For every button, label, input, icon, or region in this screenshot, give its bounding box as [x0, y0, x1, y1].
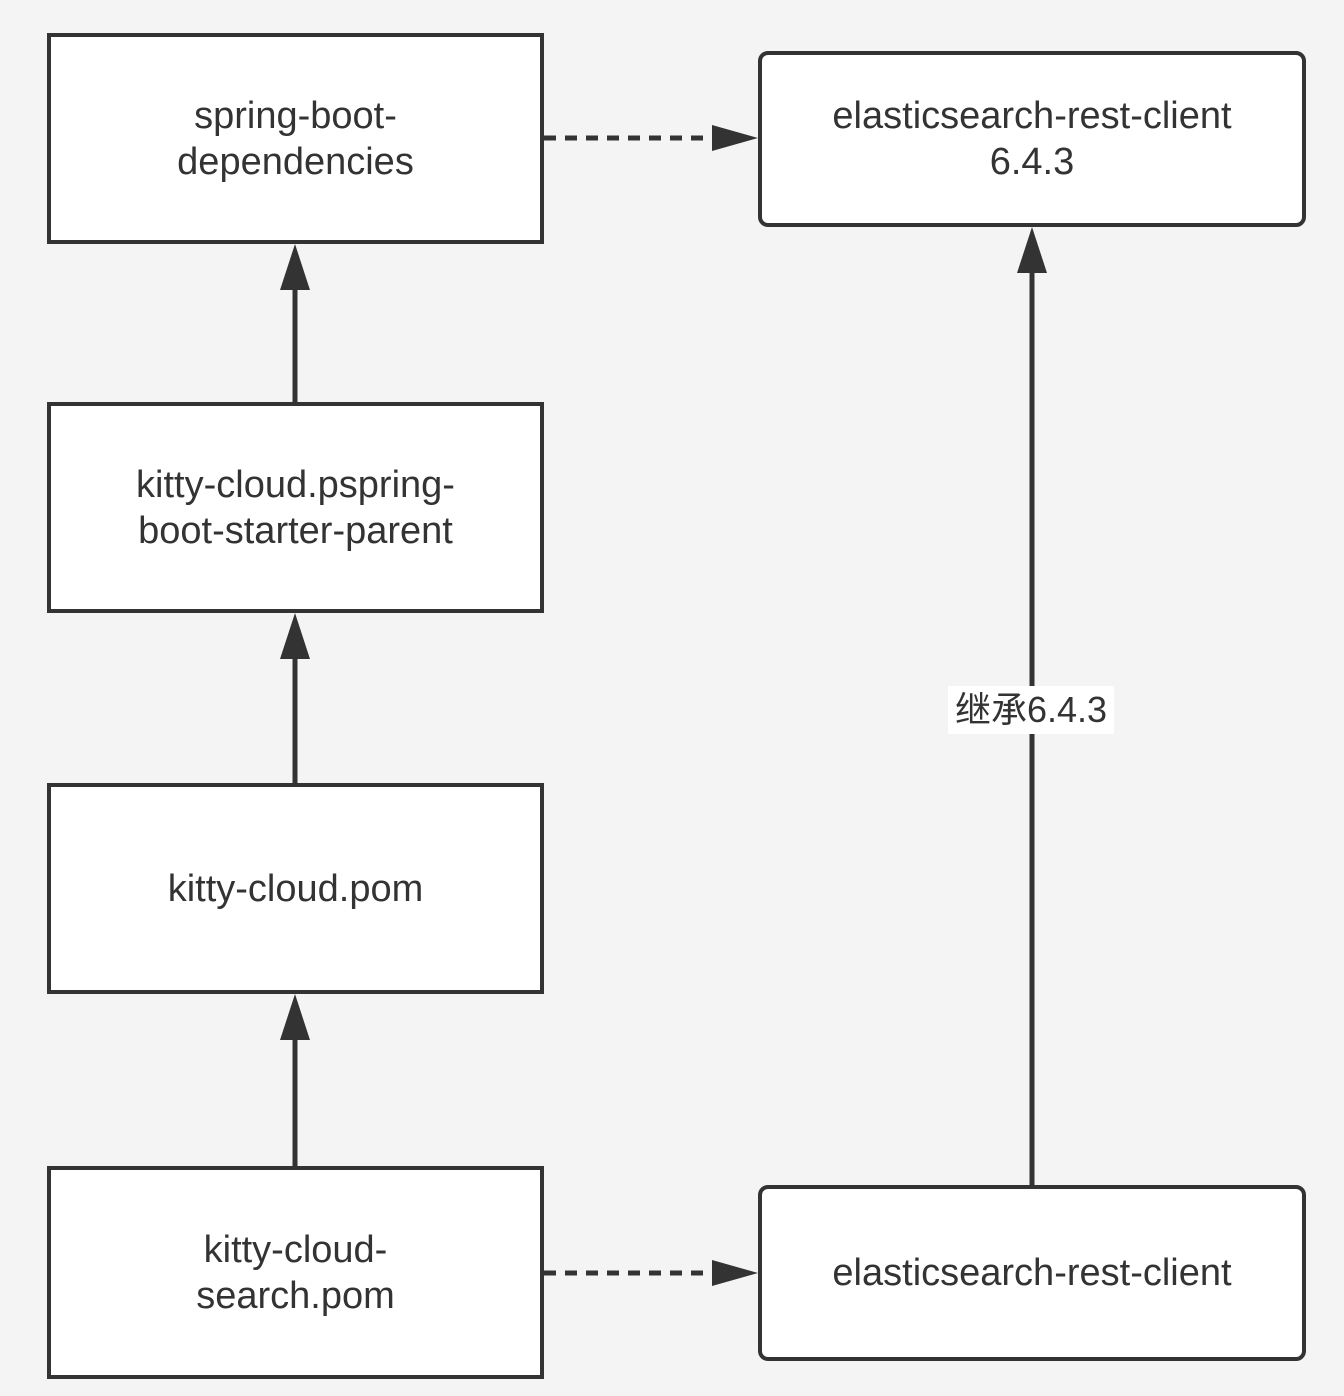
node-spring-boot-dependencies[interactable]: spring-boot- dependencies — [47, 33, 544, 244]
arrowhead-icon — [1017, 227, 1047, 273]
arrowhead-icon — [712, 125, 758, 151]
edge-search-to-es-client — [544, 1260, 758, 1286]
arrowhead-icon — [280, 244, 310, 290]
node-elasticsearch-rest-client[interactable]: elasticsearch-rest-client — [758, 1185, 1306, 1361]
node-kitty-cloud-pom[interactable]: kitty-cloud.pom — [47, 783, 544, 994]
edge-pom-to-parent — [280, 613, 310, 783]
node-label: spring-boot- dependencies — [177, 94, 414, 183]
node-label: kitty-cloud.pspring- boot-starter-parent — [136, 463, 455, 552]
arrowhead-icon — [280, 613, 310, 659]
node-kitty-cloud-parent[interactable]: kitty-cloud.pspring- boot-starter-parent — [47, 402, 544, 613]
edge-label-inherit: 继承6.4.3 — [948, 686, 1114, 734]
node-label: kitty-cloud.pom — [167, 867, 424, 910]
node-label: elasticsearch-rest-client — [832, 1252, 1232, 1294]
node-label: elasticsearch-rest-client 6.4.3 — [832, 95, 1232, 183]
arrowhead-icon — [280, 994, 310, 1040]
node-label: kitty-cloud- search.pom — [196, 1228, 395, 1317]
edge-parent-to-spring-boot-deps — [280, 244, 310, 402]
edge-search-to-pom — [280, 994, 310, 1166]
arrowhead-icon — [712, 1260, 758, 1286]
edge-deps-to-es643 — [544, 125, 758, 151]
node-kitty-cloud-search-pom[interactable]: kitty-cloud- search.pom — [47, 1166, 544, 1379]
node-elasticsearch-rest-client-643[interactable]: elasticsearch-rest-client 6.4.3 — [758, 51, 1306, 227]
